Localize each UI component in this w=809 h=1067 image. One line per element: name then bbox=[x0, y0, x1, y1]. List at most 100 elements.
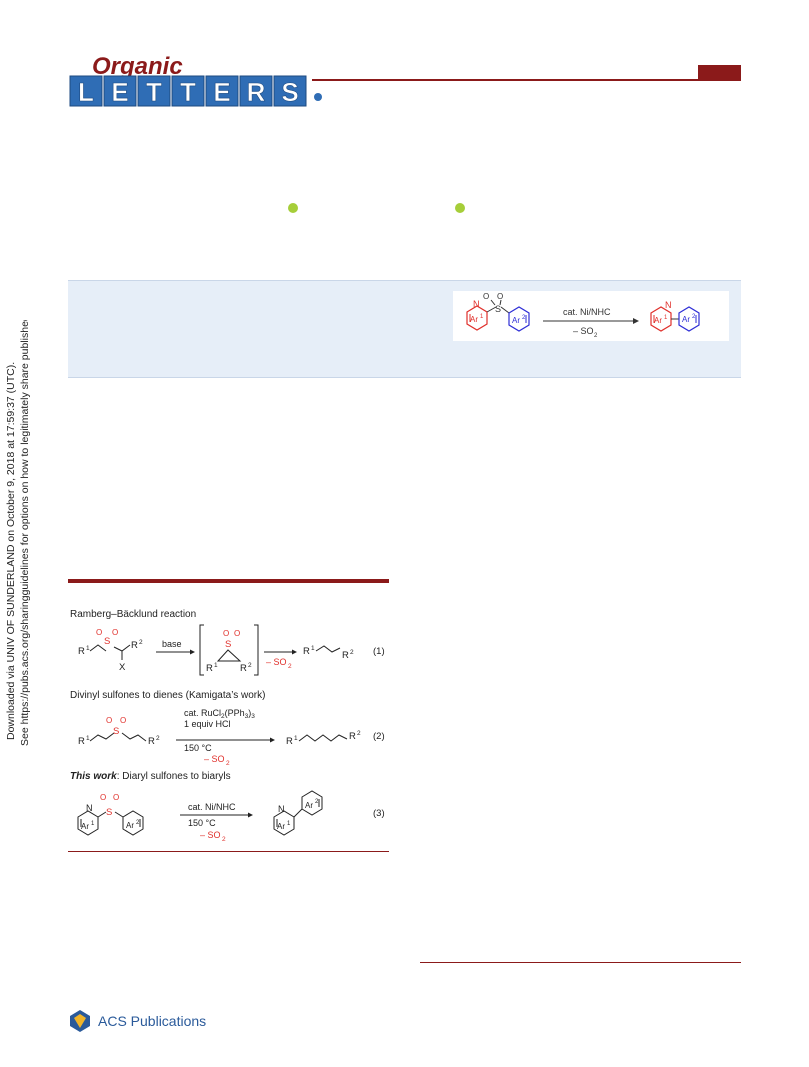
footnote-rule bbox=[420, 962, 741, 963]
scheme-top-rule bbox=[68, 579, 389, 583]
acs-hexagon-icon bbox=[70, 1010, 90, 1032]
toc-atom-s: S bbox=[495, 304, 501, 314]
toc-left-ring-sup: 1 bbox=[480, 314, 484, 320]
journal-letter: E bbox=[111, 77, 128, 107]
rxn1-intermediate: O O S R 1 R 2 bbox=[199, 624, 259, 676]
toc-sulfone: S O O bbox=[483, 292, 510, 314]
journal-letter-tile bbox=[103, 75, 137, 107]
label-o: O bbox=[100, 793, 106, 802]
masthead-rule bbox=[312, 79, 741, 81]
journal-letter-tile bbox=[273, 75, 307, 107]
label-s: S bbox=[225, 639, 231, 650]
rxn3-title: This work: Diaryl sulfones to biaryls bbox=[70, 771, 231, 782]
label-o: O bbox=[234, 629, 240, 638]
reaction-scheme: Ramberg–Bäcklund reaction R 1 S O O X R … bbox=[68, 603, 389, 849]
journal-letter-tile bbox=[171, 75, 205, 107]
label-ar: Ar bbox=[126, 821, 134, 830]
side-note-line2: See https://pubs.acs.org/sharingguidelin… bbox=[19, 320, 31, 746]
toc-product-right-sup: 2 bbox=[692, 314, 696, 320]
rxn3-product: N Ar 1 Ar 2 bbox=[273, 790, 323, 836]
toc-pyridine-ring: N Ar 1 bbox=[466, 299, 488, 331]
publisher-name: ACS Publications bbox=[98, 1013, 206, 1029]
acs-publications-logo[interactable]: ACS Publications bbox=[68, 1008, 208, 1034]
label-s: S bbox=[113, 726, 119, 737]
journal-letter: T bbox=[146, 77, 162, 107]
label-r: R bbox=[240, 663, 247, 674]
toc-atom-n: N bbox=[473, 299, 480, 309]
rxn3-byproduct: – SO bbox=[200, 830, 221, 840]
label-r: R bbox=[78, 736, 85, 747]
rxn1-reagent: base bbox=[162, 639, 182, 649]
label-r: R bbox=[148, 736, 155, 747]
label-ar: Ar bbox=[277, 822, 285, 831]
toc-product-left-label: Ar bbox=[654, 316, 662, 325]
label-sup2: 2 bbox=[139, 639, 143, 646]
label-o: O bbox=[112, 628, 118, 637]
label-sup1: 1 bbox=[86, 735, 90, 742]
label-sup2: 2 bbox=[350, 649, 354, 656]
label-o: O bbox=[120, 716, 126, 725]
label-r: R bbox=[303, 646, 310, 657]
rxn3-conditions: cat. Ni/NHC 150 °C – SO 2 bbox=[180, 802, 253, 843]
label-o: O bbox=[113, 793, 119, 802]
label-s: S bbox=[104, 636, 110, 647]
label-sup1: 1 bbox=[91, 821, 95, 827]
label-r: R bbox=[349, 731, 356, 742]
toc-left-ring-label: Ar bbox=[470, 315, 478, 324]
open-access-check-icon bbox=[314, 93, 322, 101]
label-n: N bbox=[278, 804, 285, 814]
label-r: R bbox=[206, 663, 213, 674]
label-r: R bbox=[131, 640, 138, 651]
label-o: O bbox=[96, 628, 102, 637]
label-ar: Ar bbox=[81, 822, 89, 831]
toc-atom-n: N bbox=[665, 300, 672, 310]
rxn3-reagent2: 150 °C bbox=[188, 818, 216, 828]
download-side-note: Downloaded via UNIV OF SUNDERLAND on Oct… bbox=[0, 276, 40, 750]
rxn2-reagent1: cat. RuCl2(PPh3)3 bbox=[184, 708, 255, 720]
masthead-tab bbox=[698, 65, 741, 79]
journal-letter: E bbox=[213, 77, 230, 107]
scheme-bottom-rule bbox=[68, 851, 389, 852]
rxn3-substrate: N Ar 1 S O O Ar 2 bbox=[77, 793, 144, 836]
rxn2-reagent3: 150 °C bbox=[184, 743, 212, 753]
journal-letter: T bbox=[180, 77, 196, 107]
toc-product-left-sup: 1 bbox=[664, 315, 668, 321]
label-sup1: 1 bbox=[214, 662, 218, 669]
label-ar: Ar bbox=[305, 801, 313, 810]
toc-right-ring-sup: 2 bbox=[522, 315, 526, 321]
rxn1-byproduct: – SO bbox=[266, 657, 287, 667]
journal-letter-tile bbox=[239, 75, 273, 107]
toc-product-pyridine: N Ar 1 bbox=[650, 300, 672, 332]
side-note-line1: Downloaded via UNIV OF SUNDERLAND on Oct… bbox=[5, 362, 17, 740]
rxn3-number: (3) bbox=[373, 808, 385, 819]
label-sup2: 2 bbox=[357, 730, 361, 737]
rxn2-title: Divinyl sulfones to dienes (Kamigata’s w… bbox=[70, 690, 265, 701]
rxn2-byproduct: – SO bbox=[204, 754, 225, 764]
toc-product-benzene: Ar 2 bbox=[678, 306, 700, 332]
rxn1-arrow2: – SO 2 bbox=[264, 649, 297, 670]
journal-letter: R bbox=[247, 77, 266, 107]
label-sup2: 2 bbox=[315, 799, 319, 805]
rxn2-number: (2) bbox=[373, 731, 385, 742]
journal-letter-tile bbox=[137, 75, 171, 107]
toc-reaction-arrow: cat. Ni/NHC – SO 2 bbox=[543, 307, 639, 339]
orcid-icon[interactable] bbox=[288, 203, 298, 213]
toc-right-ring-label: Ar bbox=[512, 316, 520, 325]
label-sup2: 2 bbox=[156, 735, 160, 742]
journal-letter-tile bbox=[69, 75, 103, 107]
label-r: R bbox=[286, 736, 293, 747]
rxn2-product: R 1 R 2 bbox=[286, 730, 361, 747]
label-o: O bbox=[223, 629, 229, 638]
label-sup2: 2 bbox=[136, 820, 140, 826]
label-r: R bbox=[342, 650, 349, 661]
rxn2-reagent2: 1 equiv HCl bbox=[184, 719, 231, 729]
toc-product-right-label: Ar bbox=[682, 315, 690, 324]
label-sup1: 1 bbox=[311, 645, 315, 652]
rxn3-reagent1: cat. Ni/NHC bbox=[188, 802, 236, 812]
label-sup1: 1 bbox=[294, 735, 298, 742]
label-n: N bbox=[86, 803, 93, 813]
toc-benzene-ring: Ar 2 bbox=[508, 306, 530, 332]
orcid-icon[interactable] bbox=[455, 203, 465, 213]
